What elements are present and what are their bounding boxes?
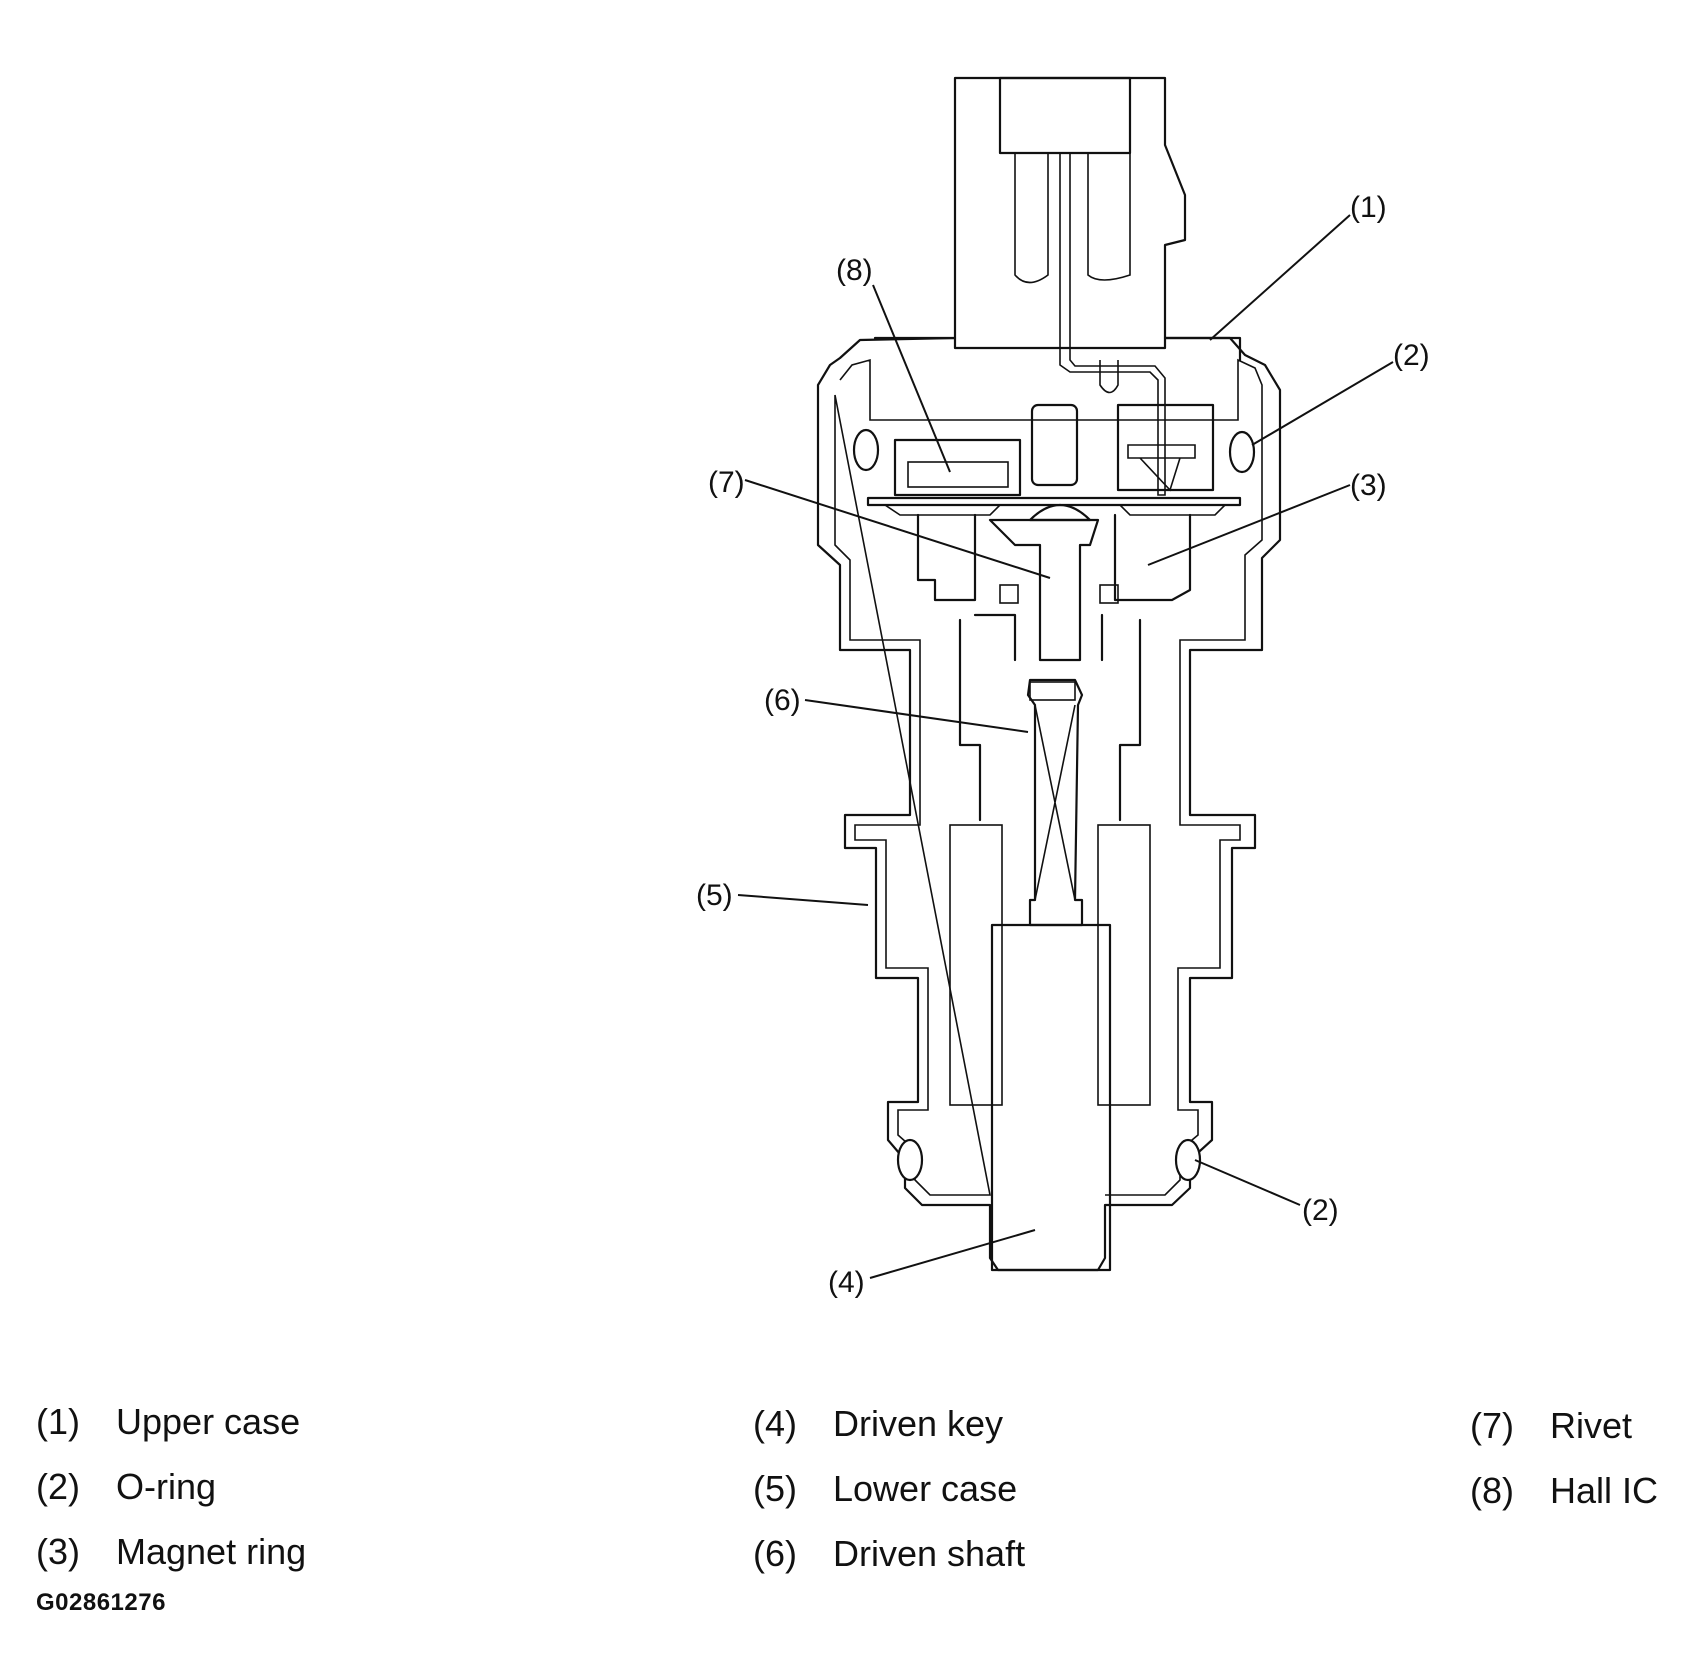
- callout-1: (1): [1350, 191, 1387, 224]
- legend-label: O-ring: [116, 1466, 217, 1507]
- legend-label: Hall IC: [1550, 1470, 1659, 1511]
- connector-pins: [1014, 153, 1131, 340]
- callout-2-upper: (2): [1393, 339, 1430, 372]
- legend-item-1: (1) Upper case: [36, 1402, 300, 1442]
- hall-ic-outer: [893, 438, 1022, 497]
- legend-num: (4): [753, 1403, 797, 1444]
- legend-num: (7): [1470, 1405, 1514, 1446]
- leader-3: [1147, 484, 1351, 566]
- leader-2b: [1194, 1159, 1301, 1206]
- legend-num: (5): [753, 1468, 797, 1509]
- legend-item-4: (4) Driven key: [753, 1404, 1003, 1444]
- sensor-bracket-detail: [1127, 444, 1196, 492]
- rivet-body: [988, 518, 1100, 662]
- magnet-ring: [916, 513, 1192, 602]
- leader-5: [737, 894, 869, 906]
- driven-shaft-twist: [1034, 704, 1076, 901]
- rivet-flange-right: [1099, 584, 1119, 604]
- speed-sensor-cross-section: (1) (2) (3) (7) (8) (6) (5) (2) (4): [696, 76, 1430, 1299]
- terminal-wire: [1059, 340, 1166, 496]
- legend-label: Magnet ring: [116, 1531, 307, 1572]
- housing-outline: [816, 76, 1282, 1272]
- leader-1: [1209, 214, 1351, 341]
- callout-3: (3): [1350, 469, 1387, 502]
- bushing-sleeve-left: [949, 824, 1003, 1106]
- legend-item-6: (6) Driven shaft: [753, 1534, 1025, 1574]
- legend-item-2: (2) O-ring: [36, 1467, 216, 1507]
- shaft-collar: [1029, 681, 1076, 701]
- o-ring-lower-right: [1174, 1138, 1202, 1182]
- legend-num: (1): [36, 1401, 80, 1442]
- leader-4: [869, 1229, 1036, 1279]
- leader-2a: [1251, 361, 1394, 446]
- callout-8: (8): [836, 254, 873, 287]
- legend-item-3: (3) Magnet ring: [36, 1532, 306, 1572]
- rivet-flange-left: [999, 584, 1019, 604]
- sensor-bracket: [1116, 403, 1215, 492]
- base-plate: [866, 496, 1242, 507]
- o-ring-lower-left: [896, 1138, 924, 1182]
- legend-num: (2): [36, 1466, 80, 1507]
- legend-item-7: (7) Rivet: [1470, 1406, 1632, 1446]
- upper-case-shoulder: [873, 336, 1242, 362]
- callout-4: (4): [828, 1266, 865, 1299]
- center-hub: [1030, 403, 1079, 487]
- leader-8: [872, 284, 951, 473]
- legend-label: Upper case: [116, 1401, 301, 1442]
- driven-key: [990, 923, 1112, 1272]
- leader-7: [744, 479, 1051, 579]
- legend-item-8: (8) Hall IC: [1470, 1471, 1658, 1511]
- figure-id: G02861276: [36, 1589, 166, 1616]
- shaft-bushing: [958, 613, 1142, 822]
- callout-7: (7): [708, 466, 745, 499]
- legend-item-5: (5) Lower case: [753, 1469, 1017, 1509]
- rivet-head: [1028, 504, 1092, 522]
- o-ring-upper-right: [1228, 430, 1256, 474]
- bushing-sleeve-right: [1097, 824, 1151, 1106]
- o-ring-upper-left: [852, 428, 880, 472]
- leader-6: [804, 699, 1029, 733]
- callout-6: (6): [764, 684, 801, 717]
- legend-label: Driven shaft: [833, 1533, 1026, 1574]
- hall-ic-inner: [907, 461, 1009, 488]
- legend-num: (6): [753, 1533, 797, 1574]
- callout-5: (5): [696, 879, 733, 912]
- base-plate-step: [884, 504, 1226, 516]
- legend-num: (8): [1470, 1470, 1514, 1511]
- legend-label: Rivet: [1550, 1405, 1633, 1446]
- terminal-tip: [1099, 360, 1119, 394]
- legend-label: Lower case: [833, 1468, 1018, 1509]
- callout-2-lower: (2): [1302, 1194, 1339, 1227]
- connector-block: [998, 76, 1132, 155]
- legend-num: (3): [36, 1531, 80, 1572]
- legend-label: Driven key: [833, 1403, 1004, 1444]
